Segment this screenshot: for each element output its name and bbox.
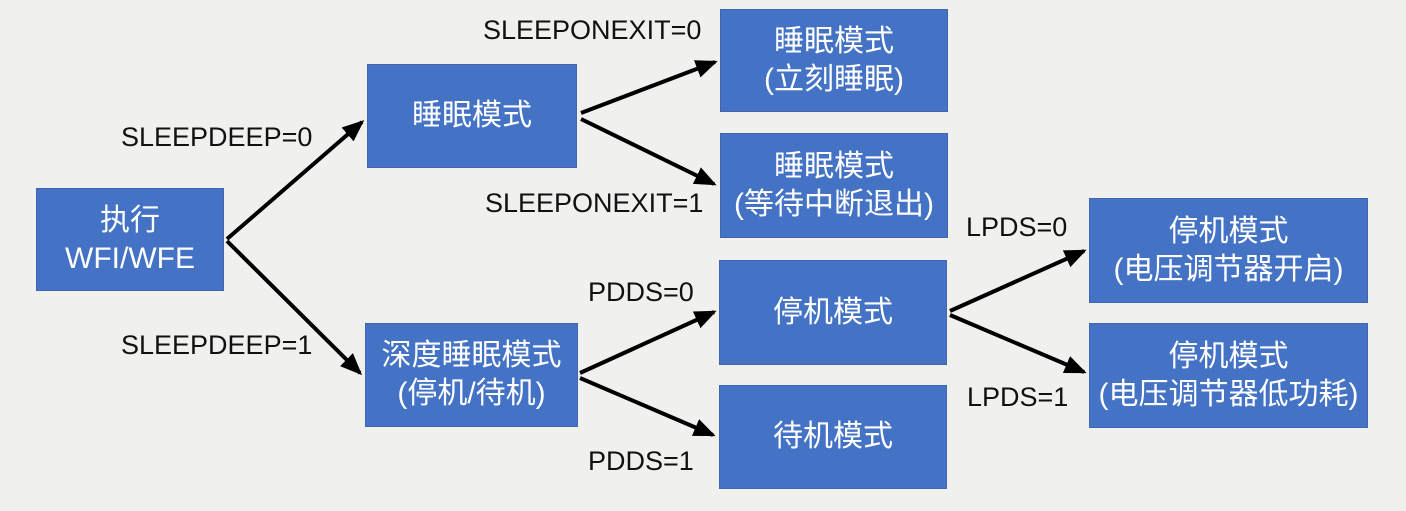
node-text-line: 停机模式	[1168, 339, 1289, 373]
node-stop-mode: 停机模式	[719, 260, 947, 365]
node-text-line: 深度睡眠模式	[381, 339, 562, 372]
node-sleep-immediate: 睡眠模式 (立刻睡眠)	[720, 9, 948, 112]
node-text-line: (停机/待机)	[397, 377, 546, 410]
node-text-line: 执行	[100, 203, 160, 237]
edge-label-sleeponexit1: SLEEPONEXIT=1	[485, 188, 704, 218]
node-text-line: 停机模式	[1168, 214, 1289, 248]
arrow-pdds0	[579, 310, 717, 375]
node-exec-wfi-wfe: 执行 WFI/WFE	[36, 188, 224, 291]
arrow-pdds1	[579, 376, 716, 437]
node-sleep-mode: 睡眠模式	[367, 64, 577, 168]
node-text-line: 待机模式	[773, 420, 893, 453]
node-deep-sleep-mode: 深度睡眠模式 (停机/待机)	[365, 323, 578, 427]
node-stop-vreg-on: 停机模式 (电压调节器开启)	[1089, 198, 1368, 303]
edge-label-sleepdeep1: SLEEPDEEP=1	[121, 330, 313, 360]
arrow-sleepdeep0	[225, 120, 365, 241]
edge-label-sleeponexit0: SLEEPONEXIT=0	[483, 15, 702, 45]
node-standby-mode: 待机模式	[719, 385, 947, 489]
edge-label-sleepdeep0: SLEEPDEEP=0	[121, 122, 313, 152]
node-text-line: (电压调节器开启)	[1113, 252, 1344, 286]
node-text-line: (等待中断退出)	[734, 187, 934, 221]
node-text-line: 睡眠模式	[774, 24, 894, 58]
node-text-line: (立刻睡眠)	[764, 62, 904, 96]
arrow-sleeponexit0	[580, 60, 718, 115]
edge-label-pdds1: PDDS=1	[588, 446, 694, 476]
arrow-lpds1	[949, 313, 1087, 374]
arrow-sleepdeep1	[225, 239, 363, 376]
arrow-lpds0	[949, 249, 1087, 313]
node-text-line: 睡眠模式	[412, 99, 532, 132]
edge-label-lpds0: LPDS=0	[966, 212, 1068, 242]
edge-label-lpds1: LPDS=1	[967, 382, 1069, 412]
arrow-sleeponexit1	[580, 117, 717, 186]
node-stop-vreg-lowpower: 停机模式 (电压调节器低功耗)	[1089, 323, 1368, 428]
node-text-line: 停机模式	[773, 295, 893, 329]
node-text-line: WFI/WFE	[65, 241, 195, 275]
edge-label-pdds0: PDDS=0	[588, 277, 694, 307]
node-text-line: (电压调节器低功耗)	[1098, 377, 1359, 411]
node-sleep-wait-interrupt: 睡眠模式 (等待中断退出)	[720, 133, 948, 238]
node-text-line: 睡眠模式	[774, 149, 894, 183]
